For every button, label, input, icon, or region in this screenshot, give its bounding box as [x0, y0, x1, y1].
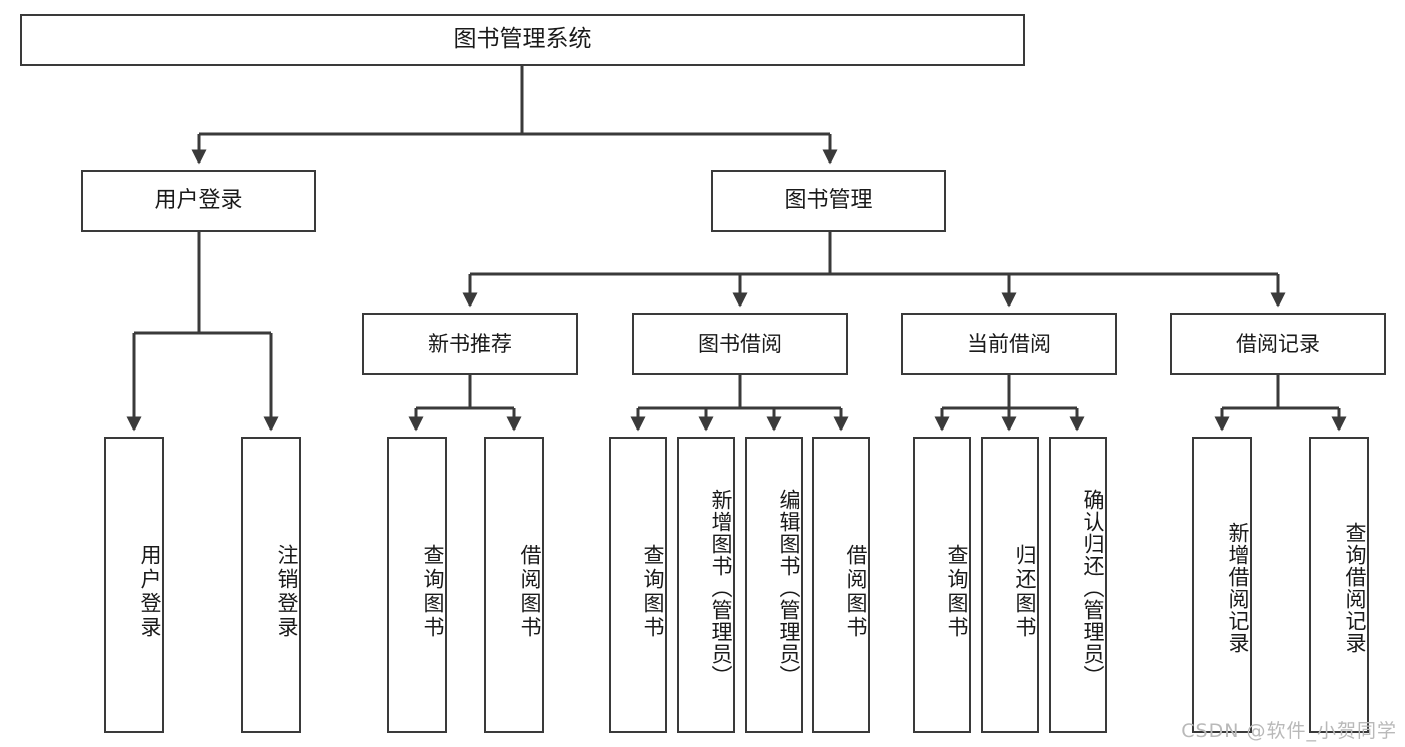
- node-sub-current-borrow[interactable]: 当前借阅: [901, 313, 1117, 375]
- node-leaf-logout[interactable]: 注销登录: [241, 437, 301, 733]
- node-sub-new-book-recommend[interactable]: 新书推荐: [362, 313, 578, 375]
- node-label: 注销登录: [275, 544, 299, 640]
- node-sub-borrow-record[interactable]: 借阅记录: [1170, 313, 1386, 375]
- node-label: 新增借阅记录: [1226, 522, 1250, 654]
- node-leaf-return-book[interactable]: 归还图书: [981, 437, 1039, 733]
- node-branch-book-management[interactable]: 图书管理: [711, 170, 946, 232]
- node-leaf-query-book-current[interactable]: 查询图书: [913, 437, 971, 733]
- node-label: 查询图书: [641, 544, 665, 640]
- node-leaf-borrow-book-newbook[interactable]: 借阅图书: [484, 437, 544, 733]
- node-leaf-add-borrow-record[interactable]: 新增借阅记录: [1192, 437, 1252, 733]
- node-label: 编辑图书（管理员）: [777, 489, 801, 687]
- node-label: 借阅记录: [1236, 331, 1320, 356]
- node-leaf-confirm-return-admin[interactable]: 确认归还（管理员）: [1049, 437, 1107, 733]
- node-label: 查询图书: [945, 544, 969, 640]
- csdn-watermark: CSDN @软件_小贺同学: [1181, 720, 1397, 742]
- node-label: 图书管理: [784, 188, 873, 214]
- node-label: 借阅图书: [844, 544, 868, 640]
- node-label: 归还图书: [1013, 544, 1037, 640]
- node-label: 图书借阅: [698, 331, 782, 356]
- node-label: 用户登录: [154, 188, 243, 214]
- node-label: 借阅图书: [518, 544, 542, 640]
- node-leaf-query-book-newbook[interactable]: 查询图书: [387, 437, 447, 733]
- node-label: 当前借阅: [967, 331, 1051, 356]
- node-label: 图书管理系统: [453, 26, 592, 53]
- node-branch-user-login[interactable]: 用户登录: [81, 170, 316, 232]
- node-leaf-query-book-borrow[interactable]: 查询图书: [609, 437, 667, 733]
- node-leaf-user-login[interactable]: 用户登录: [104, 437, 164, 733]
- node-leaf-borrow-book[interactable]: 借阅图书: [812, 437, 870, 733]
- node-label: 新增图书（管理员）: [709, 489, 733, 687]
- node-label: 查询图书: [421, 544, 445, 640]
- node-leaf-edit-book-admin[interactable]: 编辑图书（管理员）: [745, 437, 803, 733]
- node-leaf-query-borrow-record[interactable]: 查询借阅记录: [1309, 437, 1369, 733]
- node-label: 新书推荐: [428, 331, 512, 356]
- node-label: 查询借阅记录: [1343, 522, 1367, 654]
- node-label: 用户登录: [138, 544, 162, 640]
- node-sub-book-borrow[interactable]: 图书借阅: [632, 313, 848, 375]
- node-label: 确认归还（管理员）: [1081, 489, 1105, 687]
- node-leaf-add-book-admin[interactable]: 新增图书（管理员）: [677, 437, 735, 733]
- node-root-book-management-system[interactable]: 图书管理系统: [20, 14, 1025, 66]
